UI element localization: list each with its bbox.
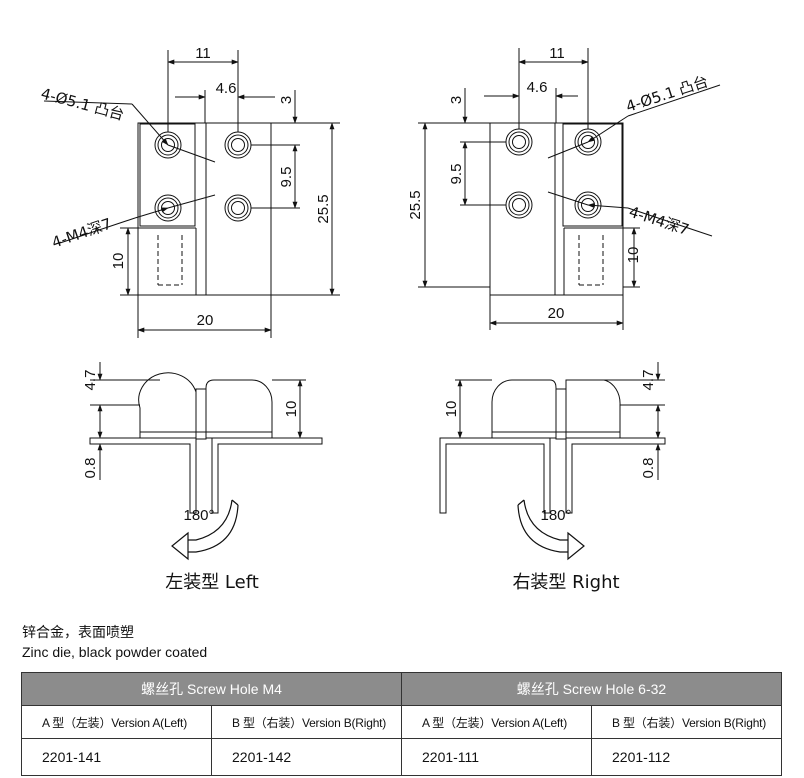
table-row: A 型（左装）Version A(Left) B 型（右装）Version B(… (21, 705, 782, 739)
caption-right: 右装型 Right (512, 572, 619, 593)
side-view-right (439, 362, 666, 561)
callout-right-counterbore: 4-Ø5.1 凸台 (624, 72, 711, 116)
side-view-right-labels: 4.7 10 0.8 180° 右装型 Right (443, 370, 657, 593)
group-m4: 螺丝孔 Screw Hole M4 (21, 672, 402, 706)
code-cell: 2201-112 (591, 738, 782, 776)
version-cell: A 型（左装）Version A(Left) (21, 705, 212, 739)
code-cell: 2201-141 (21, 738, 212, 776)
rotation-left: 180° (183, 507, 214, 524)
rotation-right: 180° (540, 507, 571, 524)
dim-side-right-10: 10 (443, 401, 460, 418)
dim-right-4-6: 4.6 (527, 79, 548, 96)
dim-right-3: 3 (448, 96, 465, 104)
callout-right-thread: 4-M4深7 (627, 203, 692, 239)
group-6-32: 螺丝孔 Screw Hole 6-32 (401, 672, 782, 706)
dim-left-11: 11 (195, 45, 211, 62)
model-table: 螺丝孔 Screw Hole M4 螺丝孔 Screw Hole 6-32 A … (21, 672, 782, 776)
dim-left-3: 3 (278, 96, 295, 104)
dim-side-left-10: 10 (283, 401, 300, 418)
version-cell: B 型（右装）Version B(Right) (211, 705, 402, 739)
dim-left-4-6: 4.6 (216, 80, 237, 97)
callout-left-thread: 4-M4深7 (49, 215, 113, 252)
code-cell: 2201-111 (401, 738, 592, 776)
dim-right-9-5: 9.5 (448, 164, 465, 185)
side-view-left-labels: 4.7 10 0.8 180° 左装型 Left (82, 370, 300, 593)
material-chinese: 锌合金，表面喷塑 (22, 625, 134, 641)
code-cell: 2201-142 (211, 738, 402, 776)
version-cell: B 型（右装）Version B(Right) (591, 705, 782, 739)
dim-left-9-5: 9.5 (278, 167, 295, 188)
callout-left-counterbore: 4-Ø5.1 凸台 (39, 84, 126, 123)
dim-right-25-5: 25.5 (407, 190, 424, 219)
dim-left-20: 20 (197, 312, 214, 329)
dim-side-left-4-7: 4.7 (82, 370, 99, 391)
dim-side-left-0-8: 0.8 (82, 458, 99, 479)
dim-side-right-0-8: 0.8 (640, 458, 657, 479)
dim-side-right-4-7: 4.7 (640, 370, 657, 391)
table-row: 2201-141 2201-142 2201-111 2201-112 (21, 738, 782, 776)
top-view-right (418, 48, 721, 330)
hole-left-2 (154, 194, 182, 222)
dim-left-25-5: 25.5 (315, 194, 332, 223)
dim-right-20: 20 (548, 305, 565, 322)
table-group-row: 螺丝孔 Screw Hole M4 螺丝孔 Screw Hole 6-32 (21, 672, 782, 706)
dim-right-11: 11 (549, 45, 565, 62)
caption-left: 左装型 Left (165, 572, 259, 593)
top-view-left (43, 50, 340, 338)
material-english: Zinc die, black powder coated (22, 644, 208, 660)
side-view-left (89, 362, 323, 561)
version-cell: A 型（左装）Version A(Left) (401, 705, 592, 739)
dim-left-10: 10 (110, 253, 127, 270)
dim-right-10: 10 (625, 247, 642, 264)
hinge-technical-drawing: 11 4.6 3 9.5 25.5 10 20 4-Ø5.1 凸台 4-M4深7 (39, 45, 721, 593)
